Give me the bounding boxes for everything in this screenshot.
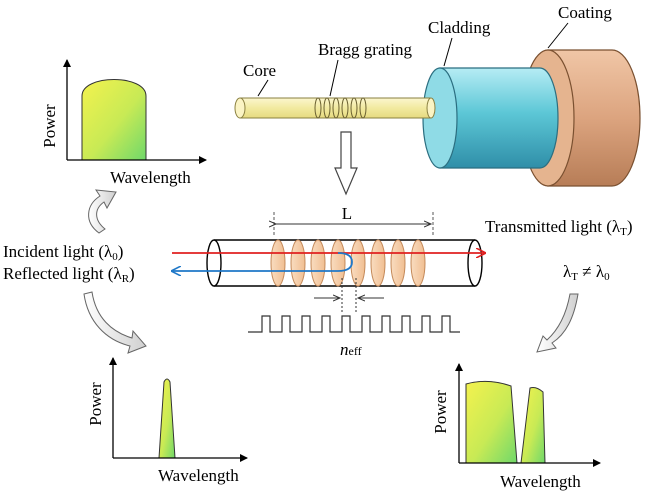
transmitted-spectrum-fill-right <box>520 387 546 464</box>
core-end <box>234 97 246 119</box>
grating-periods <box>270 239 426 287</box>
reflected-spectrum-fill <box>158 378 176 459</box>
bragg-grating-label: Bragg grating <box>318 40 412 59</box>
incident-plot-xlabel: Wavelength <box>110 168 191 187</box>
reflected-plot-xlabel: Wavelength <box>158 466 239 485</box>
core-label: Core <box>243 61 276 80</box>
tube-right-end <box>467 239 483 287</box>
coating-label: Coating <box>558 3 612 22</box>
transmitted-plot-ylabel: Power <box>431 390 450 434</box>
incident-plot-ylabel: Power <box>40 104 59 148</box>
length-label: L <box>342 204 352 223</box>
neff-label: neff <box>340 340 362 359</box>
incident-spectrum-fill <box>81 79 147 161</box>
reflected-light-arrow <box>172 252 353 271</box>
reflected-plot-ylabel: Power <box>86 382 105 426</box>
curved-arrow-to-transmitted-spectrum <box>536 293 579 353</box>
reflected-spectrum-plot: Power Wavelength <box>86 357 248 485</box>
reflected-light-label: Reflected light (λR) <box>3 264 135 285</box>
core-face <box>426 97 436 119</box>
incident-light-label: Incident light (λ0) <box>3 242 123 263</box>
cladding-label: Cladding <box>428 18 491 37</box>
bragg-leader <box>329 59 339 97</box>
core-leader <box>257 79 269 97</box>
transmitted-light-label: Transmitted light (λT) <box>485 217 633 238</box>
optical-fiber: Core Bragg grating Cladding Coating <box>234 3 641 187</box>
wavelength-relation: λT ≠ λ0 <box>563 262 610 283</box>
transmitted-plot-xlabel: Wavelength <box>500 472 581 491</box>
incident-spectrum-plot: Power Wavelength <box>40 59 207 187</box>
transmitted-spectrum-fill-left <box>465 380 518 464</box>
cladding-leader <box>443 37 453 67</box>
refractive-index-profile <box>248 315 460 333</box>
curved-arrow-to-incident-spectrum <box>88 189 117 234</box>
coating-leader <box>547 22 569 49</box>
grating-detail: L neff <box>172 204 485 359</box>
curved-arrow-to-reflected-spectrum <box>83 291 147 354</box>
core-body <box>239 97 431 119</box>
tube-left-end <box>206 239 222 287</box>
bragg-grating-rings <box>314 97 367 119</box>
transmitted-spectrum-plot: Power Wavelength <box>431 363 601 491</box>
cladding-body <box>439 67 559 169</box>
zoom-down-arrow <box>334 131 358 196</box>
